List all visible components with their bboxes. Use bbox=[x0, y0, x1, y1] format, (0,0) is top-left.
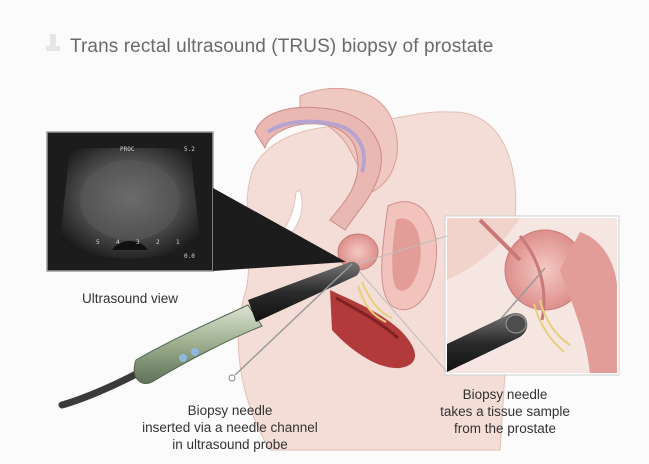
title-glyph bbox=[46, 34, 60, 51]
caption-line: Biopsy needle bbox=[430, 386, 580, 403]
us-header-label: PROC bbox=[120, 146, 135, 153]
svg-text:5: 5 bbox=[96, 239, 100, 246]
needle-probe-caption: Biopsy needle inserted via a needle chan… bbox=[130, 402, 330, 453]
caption-line: from the prostate bbox=[430, 420, 580, 437]
svg-text:4: 4 bbox=[116, 239, 120, 246]
caption-line: Biopsy needle bbox=[130, 402, 330, 419]
ultrasound-view-caption: Ultrasound view bbox=[60, 290, 200, 307]
probe-button bbox=[179, 354, 187, 362]
caption-line: takes a tissue sample bbox=[430, 403, 580, 420]
tissue-sample-caption: Biopsy needle takes a tissue sample from… bbox=[430, 386, 580, 437]
caption-line: inserted via a needle channel bbox=[130, 419, 330, 436]
svg-text:1: 1 bbox=[176, 239, 180, 246]
caption-line: in ultrasound probe bbox=[130, 436, 330, 453]
probe-button bbox=[191, 348, 199, 356]
us-bottom-value: 0.0 bbox=[184, 253, 195, 260]
us-corner-value: 5.2 bbox=[184, 146, 195, 153]
svg-text:2: 2 bbox=[156, 239, 160, 246]
probe-cable bbox=[62, 372, 140, 405]
page-title: Trans rectal ultrasound (TRUS) biopsy of… bbox=[70, 36, 493, 58]
svg-text:3: 3 bbox=[136, 239, 140, 246]
